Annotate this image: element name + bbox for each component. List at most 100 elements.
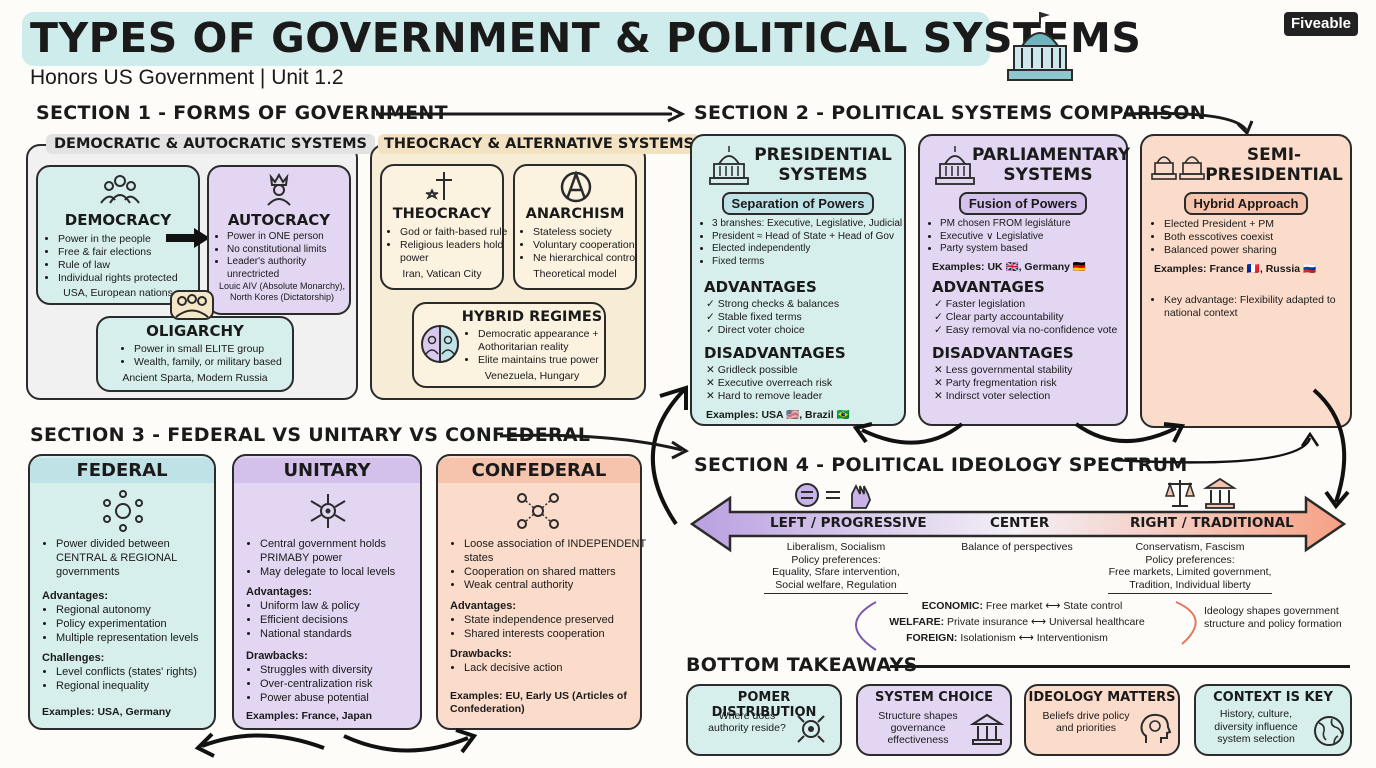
takeaway-ideology-matters: IDEOLOGY MATTERS Beliefs drive policy an… bbox=[1024, 684, 1180, 756]
presidential-title-line1: PRESIDENTIAL bbox=[754, 145, 892, 165]
network-hub-icon bbox=[103, 490, 143, 532]
list-item: Power in small ELITE group bbox=[134, 343, 306, 356]
list-item: Weak central authority bbox=[464, 579, 652, 593]
parliamentary-list: PM chosen FROM legisláture Executive ∨ L… bbox=[926, 218, 1136, 256]
unitary-dr-label: Drawbacks: bbox=[246, 650, 308, 662]
row-right: State control bbox=[1063, 600, 1123, 612]
theocracy-list: God or faith-based rule Religious leader… bbox=[386, 226, 514, 265]
unitary-intro: Central government holds PRIMABY power M… bbox=[246, 538, 432, 579]
card-unitary: UNITARY Central government holds PRIMABY… bbox=[232, 454, 422, 730]
presidential-dis-list: ✕ Gridleck possible ✕ Executive overreac… bbox=[706, 364, 832, 402]
anarchism-list: Stateless society Voluntary cooperation … bbox=[519, 226, 649, 265]
presidential-tag-wrap: Separation of Powers bbox=[692, 192, 904, 215]
unitary-dr-list: Struggles with diversity Over-centraliza… bbox=[246, 664, 432, 705]
confederal-examples: Examples: EU, Early US (Articles of Conf… bbox=[450, 690, 627, 716]
right-description: Conservatism, Fascism Policy preferences… bbox=[1108, 541, 1272, 595]
takeaway-system-choice: SYSTEM CHOICE Structure shapes governanc… bbox=[856, 684, 1012, 756]
crowned-ruler-icon bbox=[267, 172, 291, 206]
row-label: ECONOMIC: bbox=[921, 600, 983, 612]
list-item: Over-centralization risk bbox=[260, 678, 432, 692]
autocracy-title: AUTOCRACY bbox=[227, 211, 331, 229]
list-item: Central government holds PRIMABY power bbox=[260, 538, 432, 566]
list-item: Wealth, family, or military based bbox=[134, 356, 306, 369]
semi-examples: Examples: France 🇫🇷, Russia 🇷🇺 bbox=[1154, 263, 1317, 275]
arrow-s3-to-s4 bbox=[499, 433, 690, 460]
list-item: ✕ Executive overreach risk bbox=[706, 376, 833, 389]
takeaway-context-is-key: CONTEXT IS KEY History, culture, diversi… bbox=[1194, 684, 1352, 756]
card-semi-presidential: SEMI- PRESIDENTIAL Hybrid Approach Elect… bbox=[1140, 134, 1352, 428]
takeaway-title: IDEOLOGY MATTERS bbox=[1028, 690, 1176, 705]
list-item: ✓ Faster legislation bbox=[934, 298, 1026, 310]
left-desc-line: Policy preferences: bbox=[791, 553, 881, 566]
parliamentary-tag-wrap: Fusion of Powers bbox=[920, 192, 1126, 215]
list-item: National standards bbox=[260, 628, 432, 642]
page-subtitle: Honors US Government | Unit 1.2 bbox=[30, 66, 344, 89]
list-item: State independence preserved bbox=[464, 614, 652, 628]
unitary-adv-list: Uniform law & policy Efficient decisions… bbox=[246, 600, 432, 641]
takeaway-text: Beliefs drive policy and priorities bbox=[1042, 710, 1130, 734]
unitary-adv-label: Advantages: bbox=[246, 586, 313, 598]
list-item: Power divided between CENTRAL & REGIONAL… bbox=[56, 538, 220, 579]
presidential-adv-list: ✓ Strong checks & balances ✓ Stable fixe… bbox=[706, 298, 839, 336]
spectrum-left-label: LEFT / PROGRESSIVE bbox=[770, 515, 927, 531]
group-a-label: DEMOCRATIC & AUTOCRATIC SYSTEMS bbox=[46, 134, 375, 154]
parliamentary-adv-list: ✓ Faster legislation ✓ Clear party accou… bbox=[934, 298, 1117, 336]
parliamentary-dis-list: ✕ Less governmental stability ✕ Party fr… bbox=[934, 364, 1072, 402]
row-label: FOREIGN: bbox=[906, 632, 958, 644]
takeaway-title: CONTEXT IS KEY bbox=[1213, 690, 1333, 705]
religious-symbols-icon bbox=[425, 172, 458, 200]
list-item: Fixed terms bbox=[712, 256, 916, 269]
list-item: Struggles with diversity bbox=[260, 664, 432, 678]
parliamentary-title-line1: PARLIAMENTARY bbox=[972, 145, 1131, 165]
theocracy-examples: Iran, Vatican City bbox=[402, 268, 482, 280]
list-item: ✕ Party fregmentation risk bbox=[934, 376, 1057, 389]
list-item: Uniform law & policy bbox=[260, 600, 432, 614]
takeaway-power-distribution: POMER DISTRIBUTION Where does authority … bbox=[686, 684, 842, 756]
takeaway-text: Where does authority reside? bbox=[708, 710, 786, 734]
arrow-democracy-to-autocracy bbox=[166, 228, 210, 248]
oligarchy-list: Power in small ELITE group Wealth, famil… bbox=[120, 343, 306, 369]
spectrum-row-foreign: FOREIGN: Isolationism ⟷ Interventionism bbox=[906, 632, 1108, 644]
right-desc-line: Conservatism, Fascism bbox=[1135, 541, 1245, 553]
title-banner bbox=[22, 12, 990, 66]
cycle-arrows-s3 bbox=[194, 728, 478, 758]
row-left: Private insurance bbox=[947, 616, 1029, 628]
confederal-adv-list: State independence preserved Shared inte… bbox=[450, 614, 652, 642]
confederal-title: CONFEDERAL bbox=[438, 458, 640, 483]
list-item: ✓ Stable fixed terms bbox=[706, 310, 802, 323]
row-left: Free market bbox=[985, 600, 1043, 612]
list-item: Individual rights protected bbox=[58, 272, 208, 285]
list-item: ✓ Clear party accountability bbox=[934, 310, 1064, 323]
card-presidential: PRESIDENTIAL SYSTEMS Separation of Power… bbox=[690, 134, 906, 426]
parliamentary-tag: Fusion of Powers bbox=[958, 192, 1088, 215]
list-item: Ne hierarchical control bbox=[533, 252, 649, 265]
globe-icon bbox=[1314, 716, 1344, 746]
list-item: Efficient decisions bbox=[260, 614, 432, 628]
list-item: Democratic appearance + Aothoritarian re… bbox=[478, 328, 618, 354]
parliament-icon bbox=[935, 146, 975, 185]
list-item: Key advantage: Flexibility adapted to na… bbox=[1164, 294, 1360, 320]
row-right: Interventionism bbox=[1036, 632, 1108, 644]
list-item: Elected President + PM bbox=[1164, 218, 1360, 231]
takeaway-text: Structure shapes governance effectivenes… bbox=[878, 710, 958, 746]
list-item: ✕ Hard to remove leader bbox=[706, 389, 823, 402]
list-item: PM chosen FROM legisláture bbox=[940, 218, 1136, 231]
target-arrows-icon bbox=[797, 715, 825, 743]
anarchy-symbol-icon bbox=[560, 170, 592, 203]
democracy-examples: USA, European nations bbox=[63, 287, 173, 299]
head-brain-icon bbox=[1140, 713, 1172, 743]
bottom-heading: BOTTOM TAKEAWAYS bbox=[686, 654, 918, 676]
capitol-small-icon bbox=[709, 146, 749, 185]
list-item: Regional autonomy bbox=[56, 604, 226, 618]
left-desc-line: Social welfare, Regulation bbox=[775, 578, 897, 591]
takeaway-title: POMER DISTRIBUTION bbox=[711, 690, 817, 720]
arrow-s2-to-semi bbox=[1123, 111, 1254, 136]
parliamentary-title: PARLIAMENTARY SYSTEMS bbox=[972, 145, 1131, 185]
left-desc-line: Liberalism, Socialism bbox=[786, 541, 886, 553]
list-item: Cooperation on shared matters bbox=[464, 566, 652, 580]
brand-badge[interactable]: Fiveable bbox=[1284, 12, 1358, 36]
elite-group-icon bbox=[170, 290, 214, 320]
list-item: Shared interests cooperation bbox=[464, 628, 652, 642]
parliamentary-adv-label: ADVANTAGES bbox=[932, 278, 1045, 296]
section3-heading: SECTION 3 - FEDERAL VS UNITARY VS CONFED… bbox=[30, 424, 591, 446]
